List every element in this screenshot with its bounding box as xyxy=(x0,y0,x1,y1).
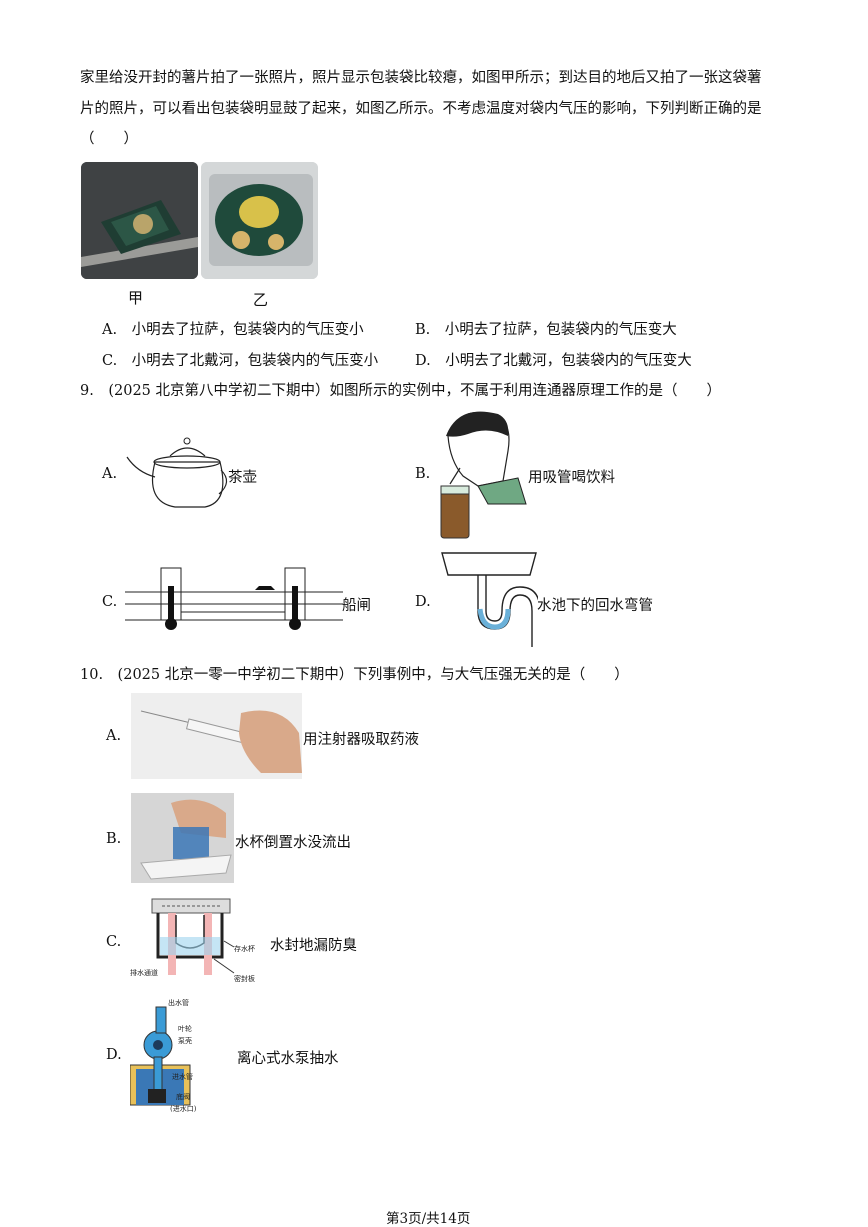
label-seal-plate: 密封板 xyxy=(234,974,255,983)
label-outlet-pipe: 出水管 xyxy=(168,998,189,1007)
q10-d-label: D. xyxy=(106,1047,122,1063)
q9-b-label: B. xyxy=(415,466,431,482)
q10-stem: 10. (2025 北京一零一中学初二下期中）下列事例中，与大气压强无关的是（ … xyxy=(80,667,629,683)
caption-yi: 乙 xyxy=(253,291,269,309)
teapot-figure xyxy=(125,432,230,518)
boy-drinking-straw-figure xyxy=(438,406,528,545)
q9-stem: 9. (2025 北京第八中学初二下期中）如图所示的实例中，不属于利用连通器原理… xyxy=(80,383,721,399)
label-inlet-pipe: 进水管 xyxy=(172,1072,193,1081)
q10-a-text: 用注射器吸取药液 xyxy=(303,732,419,748)
label-drain-channel: 排水通道 xyxy=(130,968,158,977)
q9-c-label: C. xyxy=(102,594,118,610)
q9-a-label: A. xyxy=(102,466,118,482)
caption-jia: 甲 xyxy=(128,289,144,307)
chip-bag-photo-yi xyxy=(201,162,318,279)
page-footer: 第3页/共14页 xyxy=(386,1211,471,1227)
floor-drain-trap-figure: 存水杯 排水通道 密封板 xyxy=(128,897,268,989)
sink-trap-figure xyxy=(440,549,541,653)
q8-text-line1: 家里给没开封的薯片拍了一张照片，照片显示包装袋比较瘪，如图甲所示；到达目的地后又… xyxy=(80,70,762,86)
q10-c-label: C. xyxy=(106,934,122,950)
syringe-photo xyxy=(131,693,302,779)
label-foot-valve: 底阀 xyxy=(176,1092,190,1101)
q10-b-label: B. xyxy=(106,831,122,847)
ship-lock-figure xyxy=(125,562,343,636)
q9-d-text: 水池下的回水弯管 xyxy=(537,598,653,614)
q8-option-b: B. 小明去了拉萨，包装袋内的气压变大 xyxy=(415,322,677,338)
q10-d-text: 离心式水泵抽水 xyxy=(237,1051,339,1067)
label-pump-casing: 泵壳 xyxy=(178,1036,192,1045)
inverted-cup-photo xyxy=(131,793,234,883)
q8-text-line2: 片的照片，可以看出包装袋明显鼓了起来，如图乙所示。不考虑温度对袋内气压的影响，下… xyxy=(80,101,762,117)
q10-a-label: A. xyxy=(106,728,122,744)
chip-bag-photo-jia xyxy=(81,162,198,279)
label-water-inlet: (进水口) xyxy=(170,1104,197,1113)
q8-option-d: D. 小明去了北戴河，包装袋内的气压变大 xyxy=(415,353,692,369)
q10-c-text: 水封地漏防臭 xyxy=(270,938,357,954)
q10-b-text: 水杯倒置水没流出 xyxy=(235,835,351,851)
q9-c-text: 船闸 xyxy=(342,598,371,614)
q8-option-c: C. 小明去了北戴河，包装袋内的气压变小 xyxy=(102,353,379,369)
label-impeller: 叶轮 xyxy=(178,1024,192,1033)
label-storage-cup: 存水杯 xyxy=(234,944,255,953)
q9-a-text: 茶壶 xyxy=(228,470,257,486)
q9-d-label: D. xyxy=(415,594,431,610)
centrifugal-pump-figure: 出水管 叶轮 泵壳 进水管 底阀 (进水口) xyxy=(129,993,215,1119)
q8-answer-bracket: （ ） xyxy=(80,131,138,147)
q9-b-text: 用吸管喝饮料 xyxy=(528,470,615,486)
q8-option-a: A. 小明去了拉萨，包装袋内的气压变小 xyxy=(102,322,364,338)
